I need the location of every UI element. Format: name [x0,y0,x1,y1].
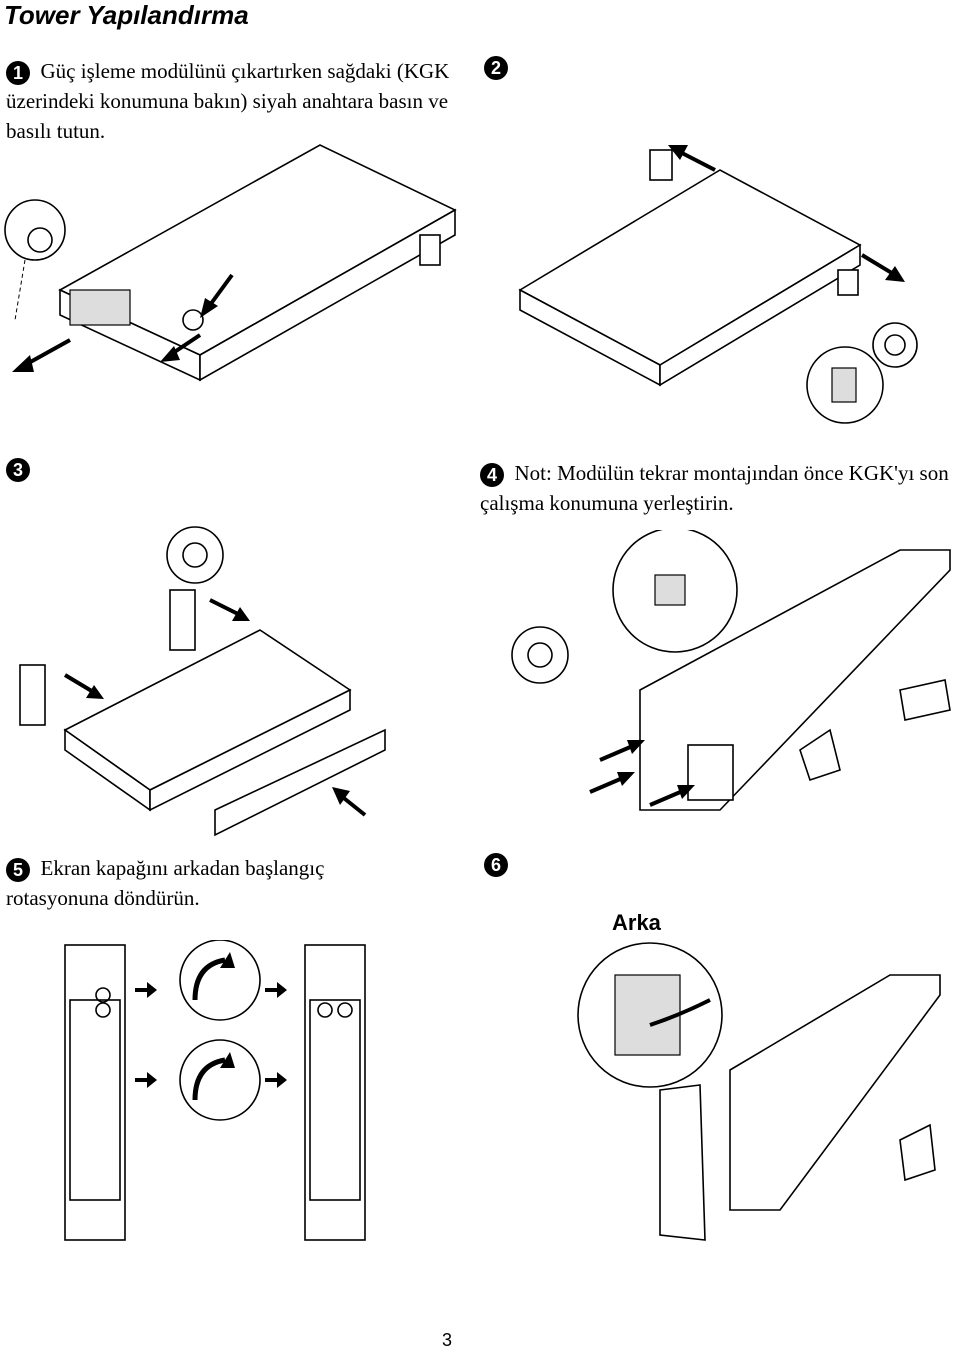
step-5-illustration [64,940,366,1241]
bracket-detail [806,346,884,424]
ups-tower-illustration [639,549,951,811]
ups-unit-illustration [58,144,457,382]
ups-chassis-illustration [518,149,862,387]
connector-detail [612,530,738,653]
step-4: 4 Not: Modülün tekrar montajından önce K… [480,458,950,518]
step-6: 6 [484,853,508,877]
rear-connector-detail [577,942,723,1088]
step-4-text: Not: Modülün tekrar montajından önce KGK… [480,461,949,515]
ups-front-panel-before [64,944,126,1241]
step-6-badge: 6 [484,853,508,877]
page-number: 3 [442,1330,453,1350]
arrow-icon [668,145,905,282]
ups-tower-illustration [659,974,941,1241]
screw-icon [511,626,569,684]
step-2: 2 [484,56,508,80]
step-5-text: Ekran kapağını arkadan başlangıç rotasyo… [6,856,325,910]
step-5-badge: 5 [6,858,30,883]
step-3-illustration [19,526,386,837]
step-1: 1 Güç işleme modülünü çıkartırken sağdak… [6,56,456,146]
step-1-illustration [4,144,457,382]
step-3: 3 [6,458,30,482]
step-2-illustration [518,145,918,424]
arrow-icon [589,740,695,807]
step-5: 5 Ekran kapağını arkadan başlangıç rotas… [6,853,406,913]
ups-chassis-illustration [19,589,386,837]
step-1-text: Güç işleme modülünü çıkartırken sağdaki … [6,59,450,143]
step-4-illustration [511,530,951,811]
screw-icon [872,322,918,368]
step-6-illustration [577,942,941,1241]
arrow-icon [135,982,287,1088]
screw-icon [4,199,66,321]
page-title: Tower Yapılandırma [4,0,249,30]
screw-icon [166,526,224,584]
step-3-badge: 3 [6,458,30,482]
arrow-icon [63,598,367,817]
step-1-badge: 1 [6,61,30,86]
rotate-arrow-icon [179,940,261,1121]
rear-label: Arka [612,910,661,935]
arrow-icon [12,273,234,372]
ups-front-panel-after [304,944,366,1241]
step-4-badge: 4 [480,463,504,488]
step-2-badge: 2 [484,56,508,80]
